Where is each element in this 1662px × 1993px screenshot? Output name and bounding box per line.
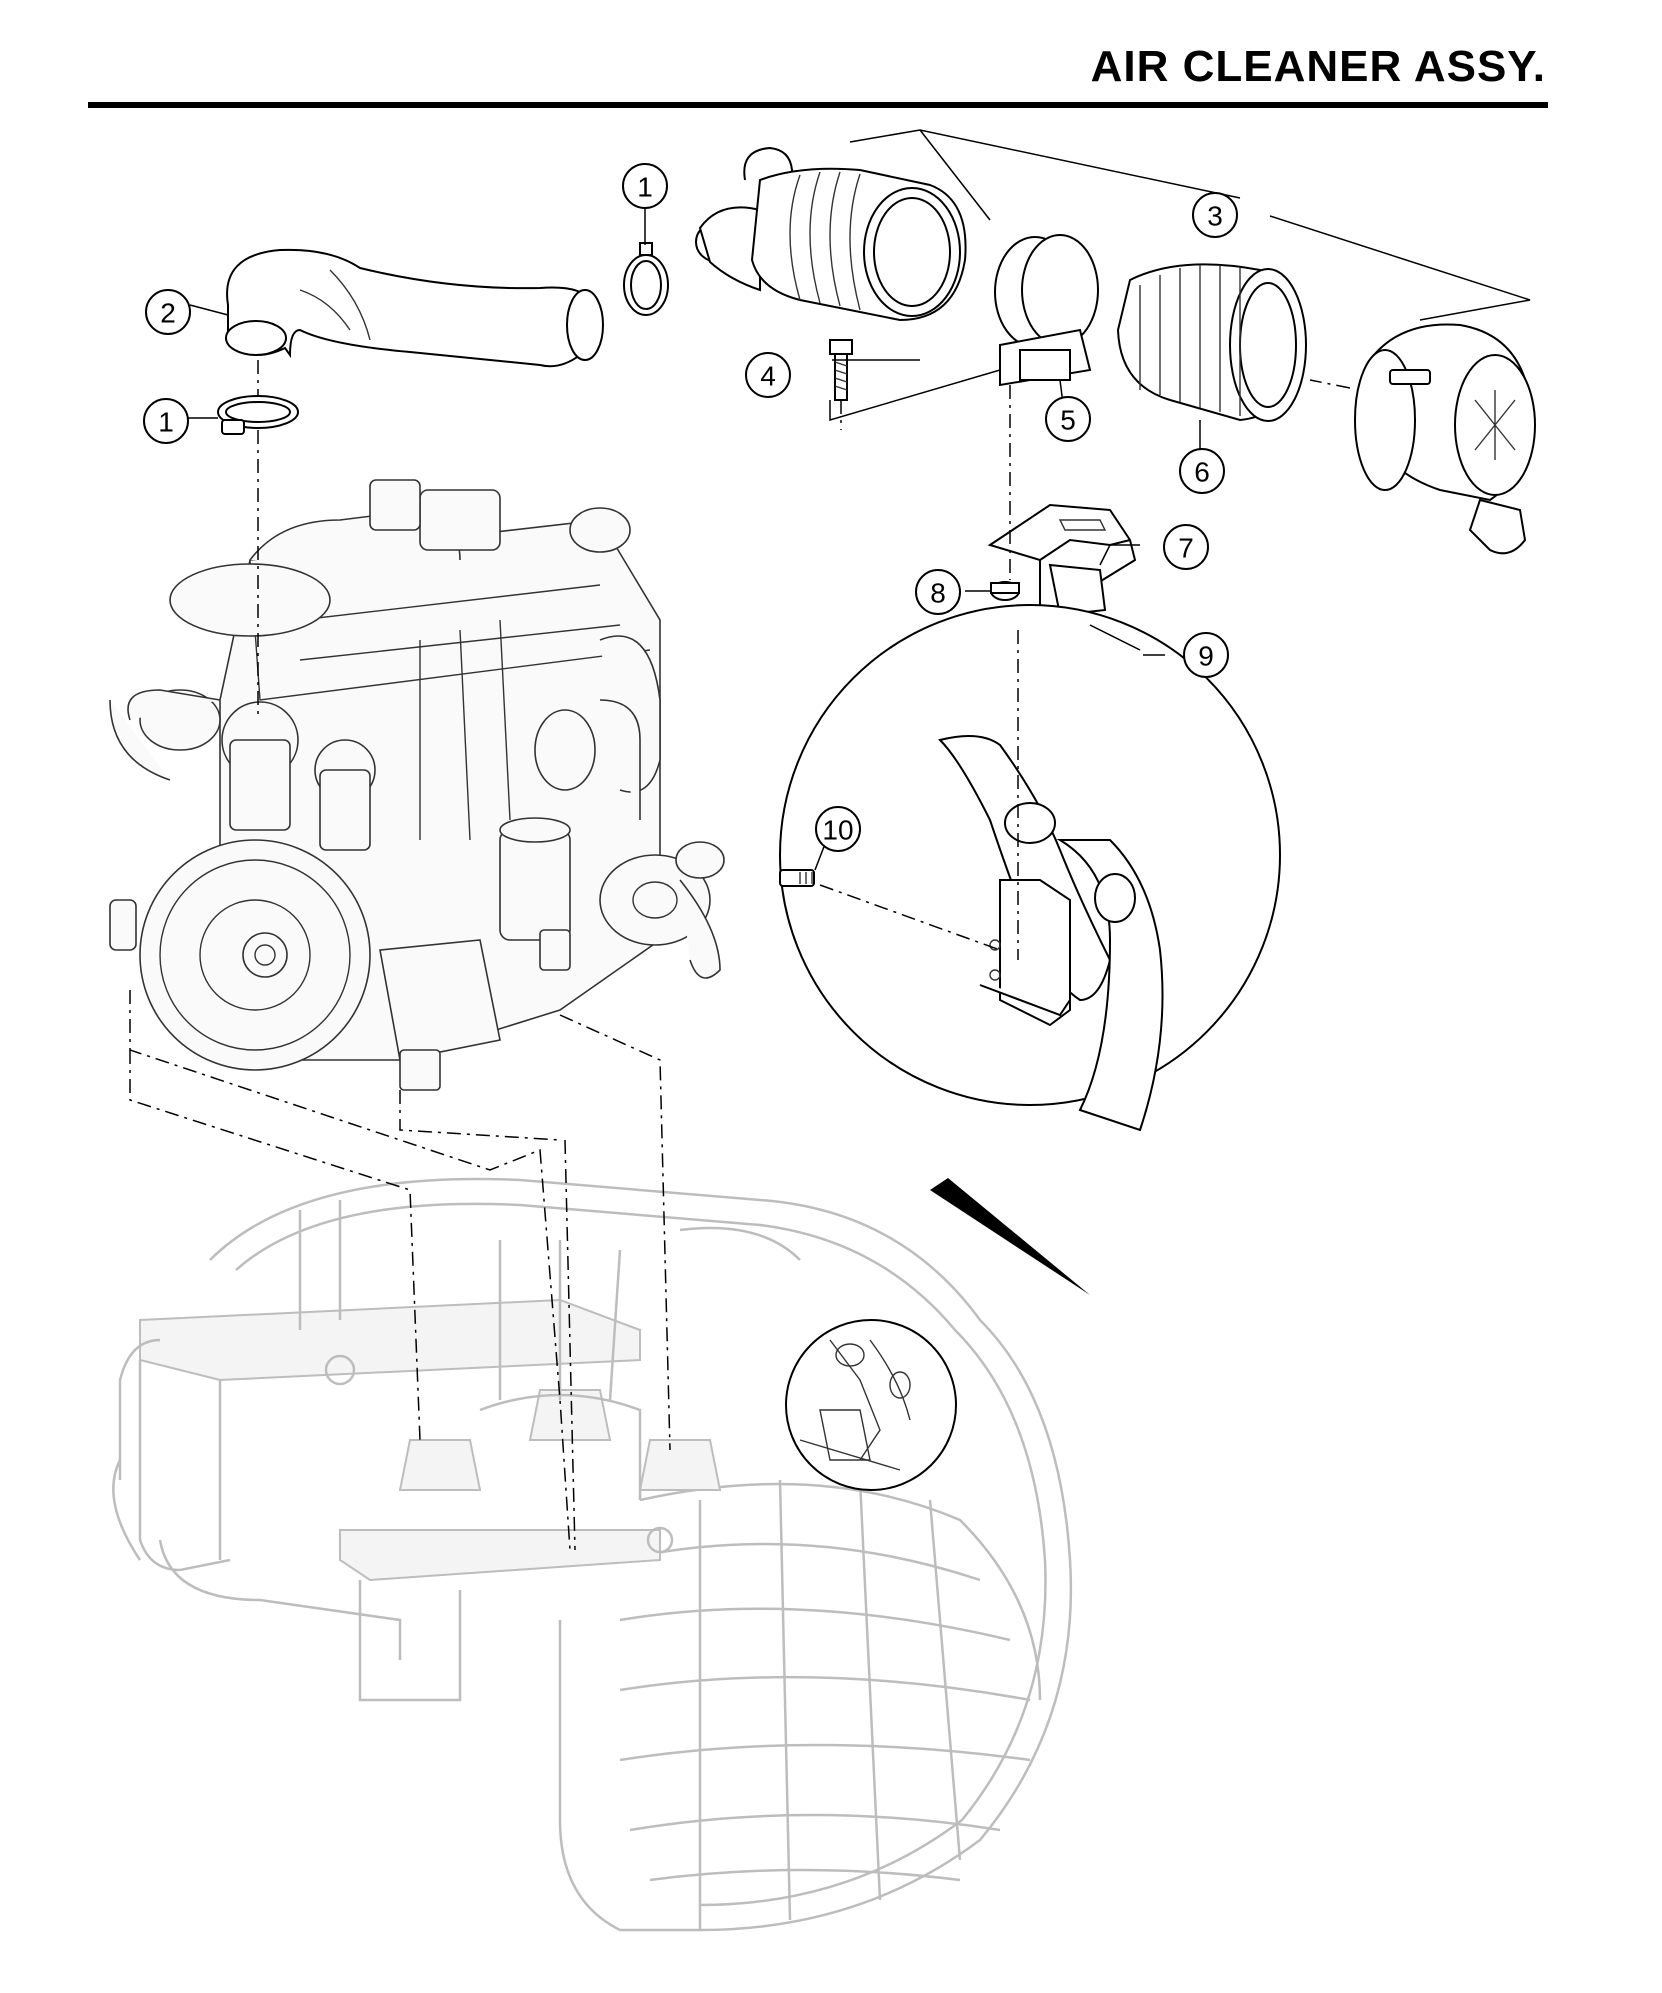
detail-view-large xyxy=(779,604,1281,1132)
page-title: AIR CLEANER ASSY. xyxy=(1090,42,1546,91)
callout-3-label: 3 xyxy=(1207,201,1223,232)
nut-part-8 xyxy=(990,581,1020,601)
intake-hose-part-2 xyxy=(225,248,604,368)
callout-1-upper: 1 xyxy=(622,163,668,209)
callout-1-upper-label: 1 xyxy=(637,172,653,203)
callout-7: 7 xyxy=(1163,524,1209,570)
callout-2-label: 2 xyxy=(160,298,176,329)
title-rule xyxy=(88,102,1548,108)
callout-5-label: 5 xyxy=(1060,405,1076,436)
callout-5: 5 xyxy=(1045,396,1091,442)
callout-10: 10 xyxy=(815,806,861,852)
dashed-alignment-lines xyxy=(129,360,1351,1551)
mounting-bracket-part-7 xyxy=(987,503,1137,632)
air-filter-element-part-6 xyxy=(1116,263,1307,422)
callout-4: 4 xyxy=(745,352,791,398)
air-cleaner-elbow-part-3 xyxy=(695,146,967,322)
air-cleaner-band-part-5 xyxy=(994,234,1099,387)
callout-8: 8 xyxy=(915,569,961,615)
callout-8-label: 8 xyxy=(930,578,946,609)
callout-1-lower-label: 1 xyxy=(158,407,174,438)
callout-3: 3 xyxy=(1192,192,1238,238)
callout-7-label: 7 xyxy=(1178,533,1194,564)
callout-6-label: 6 xyxy=(1194,457,1210,488)
callout-6: 6 xyxy=(1179,448,1225,494)
hose-clamp-lower-part-1 xyxy=(217,395,299,435)
callout-4-label: 4 xyxy=(760,361,776,392)
callout-9-label: 9 xyxy=(1198,641,1214,672)
engine-block xyxy=(109,479,725,1091)
callout-1-lower: 1 xyxy=(143,398,189,444)
callout-2: 2 xyxy=(145,289,191,335)
vehicle-frame-ghost xyxy=(112,1177,1073,1932)
air-cleaner-cover-part-3 xyxy=(1354,323,1536,555)
bolt-part-4 xyxy=(829,339,853,401)
leader-lines xyxy=(188,129,1531,871)
detail-view-small xyxy=(785,1178,1090,1491)
callout-10-label: 10 xyxy=(822,815,853,846)
hose-clamp-upper-part-1 xyxy=(623,242,669,316)
callout-9: 9 xyxy=(1183,632,1229,678)
